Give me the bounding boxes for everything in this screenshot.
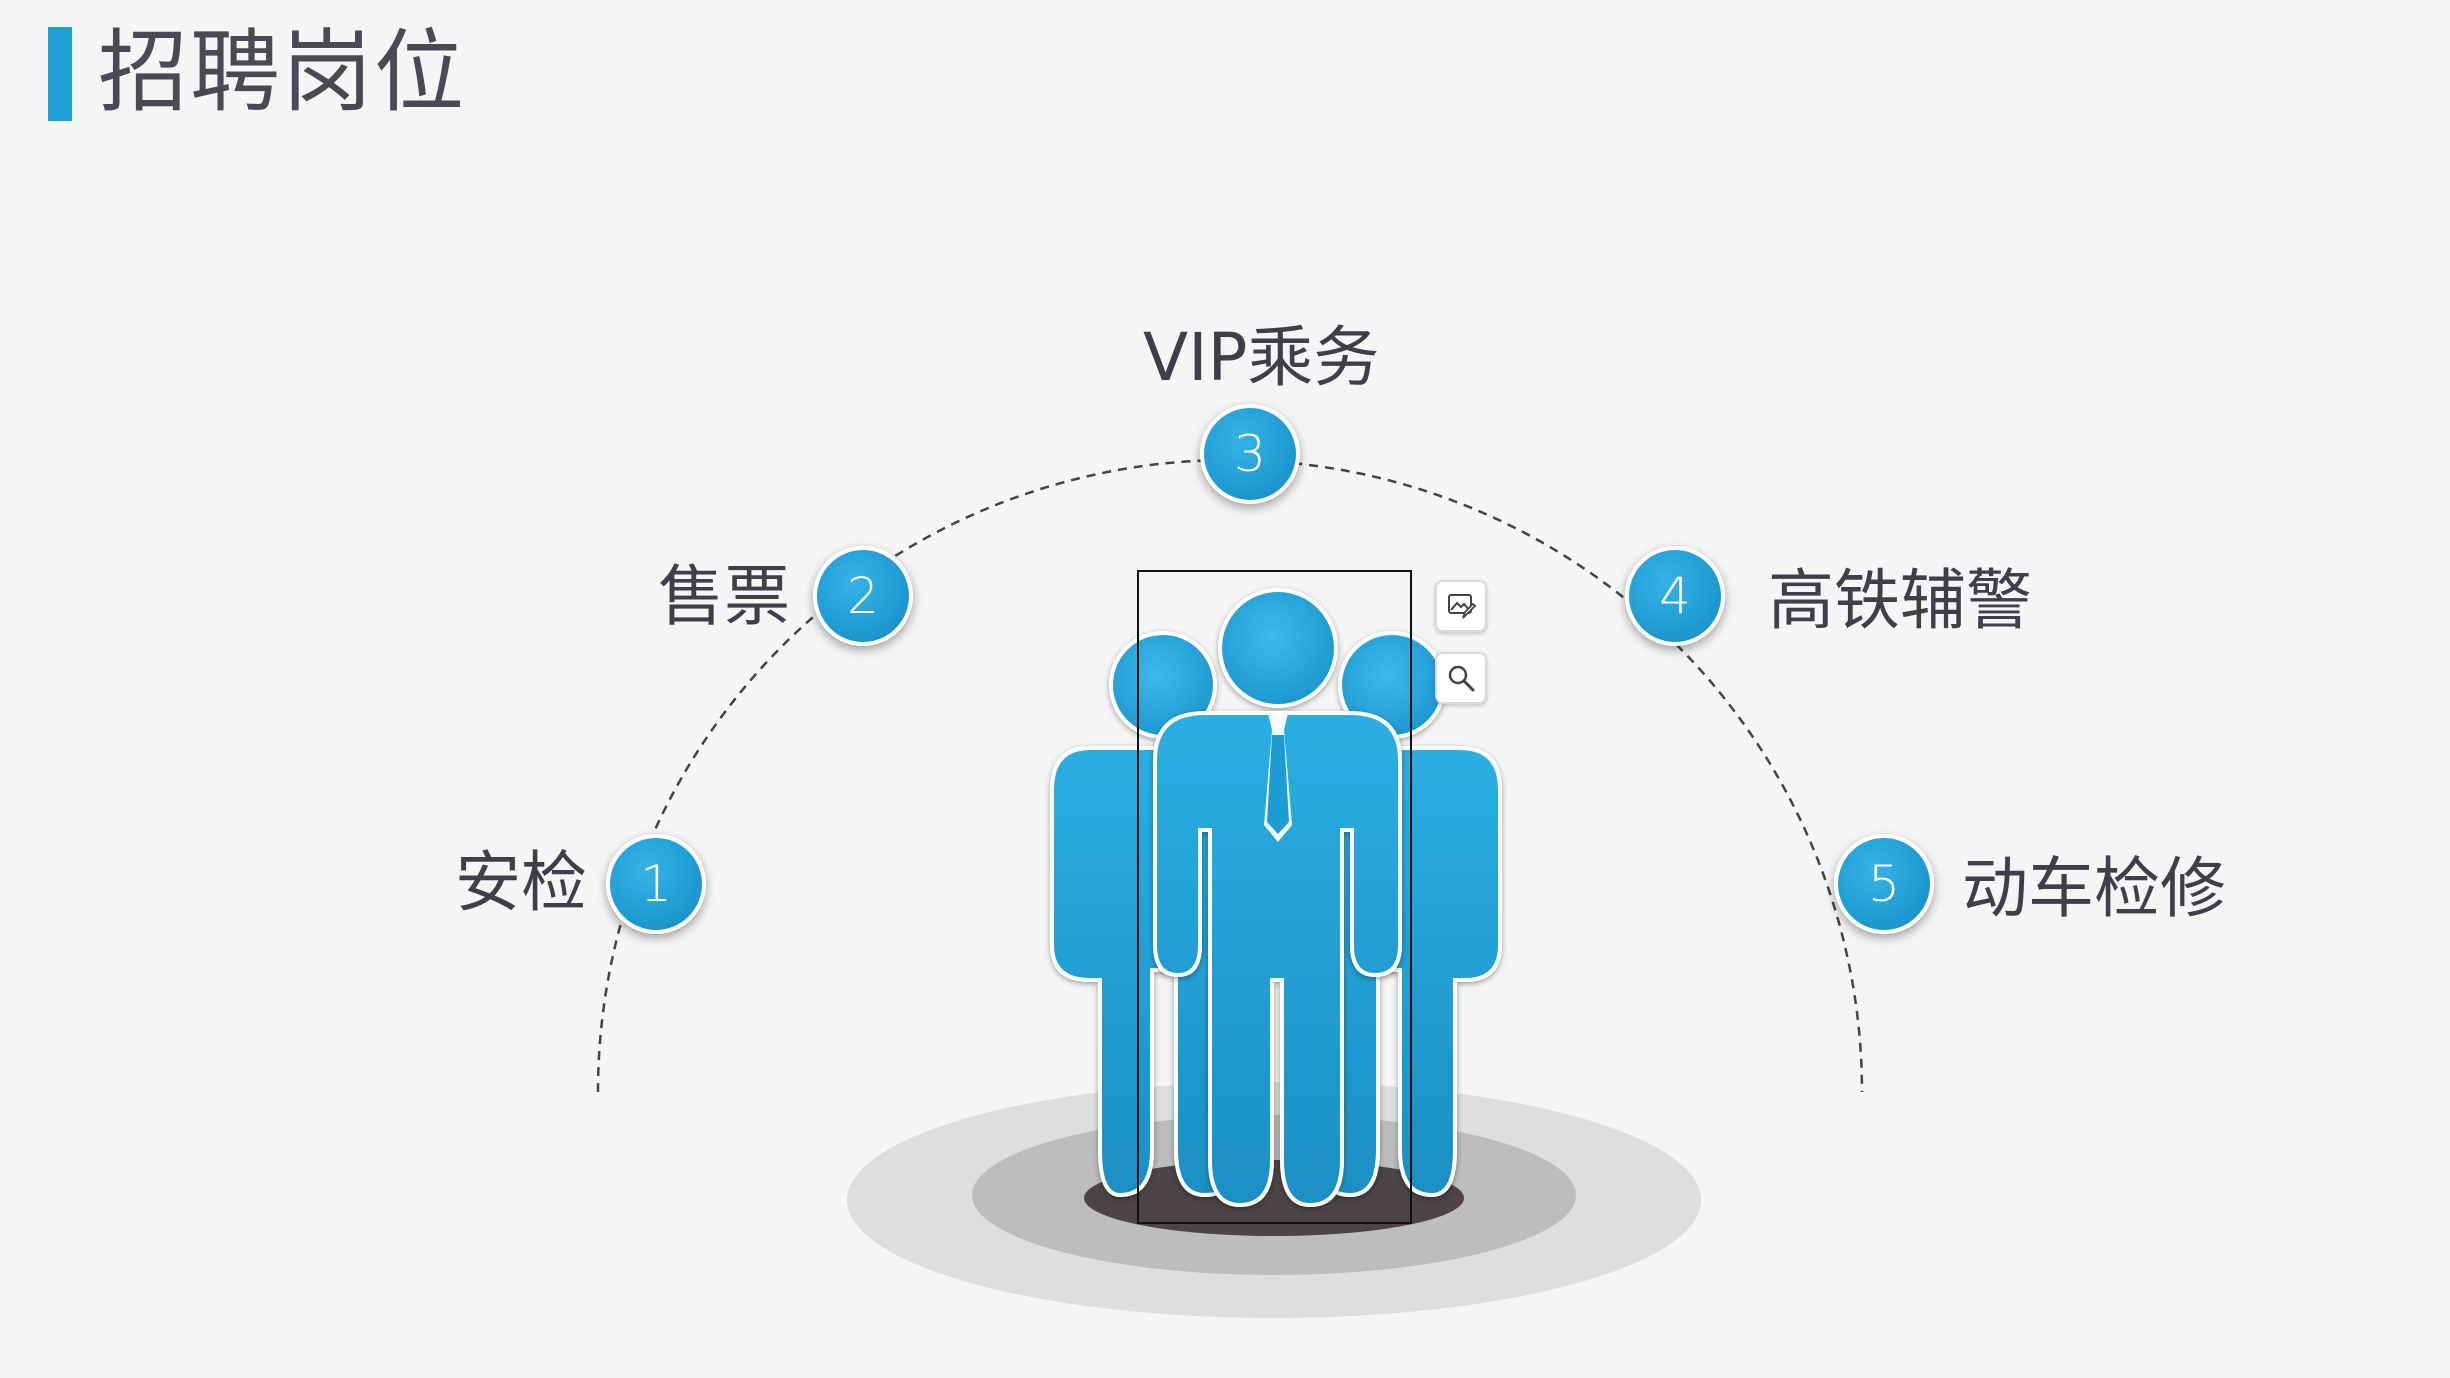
- position-badge-3: 3: [1200, 404, 1300, 504]
- person-center: [1153, 588, 1402, 1208]
- zoom-image-button[interactable]: [1435, 652, 1487, 704]
- position-label-5: 动车检修: [1962, 850, 2226, 927]
- position-badge-1: 1: [606, 834, 706, 934]
- position-label-1: 安检: [455, 844, 587, 921]
- magnifier-icon: [1448, 665, 1475, 692]
- edit-image-button[interactable]: [1435, 580, 1487, 632]
- image-edit-icon: [1448, 594, 1476, 619]
- position-badge-4: 4: [1625, 546, 1725, 646]
- position-label-2: 售票: [658, 558, 790, 635]
- position-label-4: 高铁辅警: [1768, 562, 2032, 639]
- position-badge-5: 5: [1834, 834, 1934, 934]
- position-label-3: VIP乘务: [1143, 319, 1380, 396]
- position-badge-2: 2: [813, 546, 913, 646]
- title-accent-bar: [48, 27, 72, 121]
- slide-title: 招聘岗位: [98, 20, 466, 125]
- image-selection-frame[interactable]: [1137, 570, 1412, 1224]
